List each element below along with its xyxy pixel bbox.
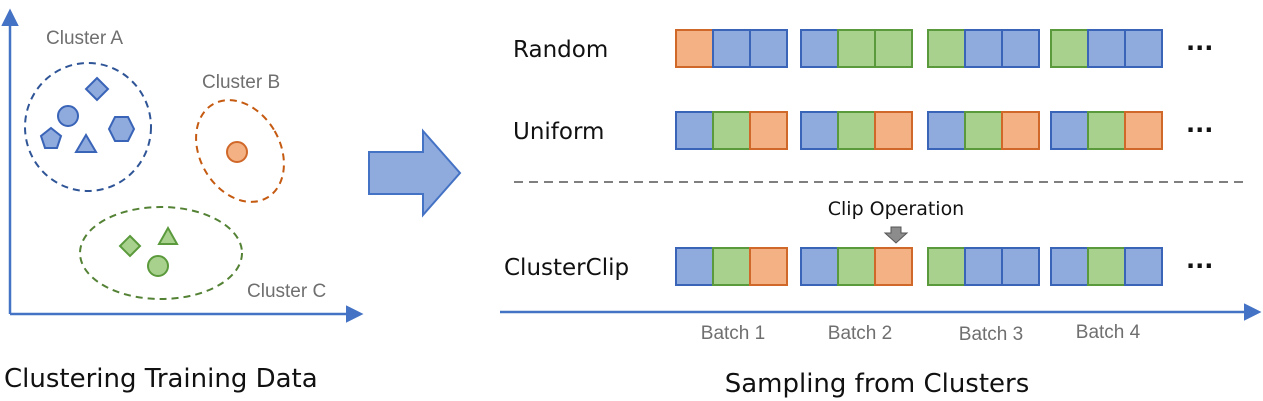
orange-sample-block (749, 111, 788, 150)
cluster-b-label: Cluster B (202, 72, 280, 93)
right-caption: Sampling from Clusters (725, 369, 1030, 399)
left-panel: Cluster A Cluster B Cluster C Clustering… (1, 8, 364, 394)
green-sample-block (1087, 247, 1126, 286)
orange-sample-block (874, 111, 913, 150)
blue-sample-block (964, 247, 1003, 286)
batch-1 (675, 29, 788, 68)
sampling-rows: Random ··· Uniform ··· ClusterClip ··· (504, 29, 1213, 286)
batch-4 (1050, 29, 1163, 68)
cluster-a: Cluster A (24, 28, 152, 192)
batch-label-1: Batch 1 (701, 323, 765, 344)
batch-3 (927, 29, 1040, 68)
cluster-b: Cluster B (195, 72, 285, 203)
blue-sample-block (675, 247, 714, 286)
diamond-icon (84, 76, 110, 102)
batch-4 (1050, 111, 1163, 150)
cluster-c-boundary (79, 206, 243, 300)
orange-sample-block (675, 29, 714, 68)
hexagon-icon (107, 116, 136, 142)
batch-3 (927, 247, 1040, 286)
cluster-a-boundary (24, 62, 152, 192)
circle-icon (57, 105, 79, 127)
batch-2 (800, 111, 913, 150)
cluster-c-label: Cluster C (247, 281, 326, 302)
cluster-a-label: Cluster A (46, 28, 123, 49)
batch-2 (800, 29, 913, 68)
blue-sample-block (964, 29, 1003, 68)
right-arrow-icon (368, 128, 462, 218)
green-sample-block (837, 111, 876, 150)
batch-1 (675, 111, 788, 150)
green-sample-block (837, 29, 876, 68)
orange-sample-block (1124, 111, 1163, 150)
orange-sample-block (1001, 111, 1040, 150)
blue-sample-block (1124, 247, 1163, 286)
blue-sample-block (712, 29, 751, 68)
blue-sample-block (1001, 29, 1040, 68)
triangle-icon (157, 225, 179, 245)
left-caption: Clustering Training Data (4, 364, 318, 394)
blue-sample-block (1087, 29, 1126, 68)
blue-sample-block (927, 111, 966, 150)
batch-label-3: Batch 3 (959, 324, 1023, 345)
batch-2 (800, 247, 913, 286)
row-label: ClusterClip (504, 255, 629, 281)
green-sample-block (874, 29, 913, 68)
ellipsis: ··· (1186, 252, 1213, 280)
blue-sample-block (1001, 247, 1040, 286)
orange-sample-block (749, 247, 788, 286)
batch-labels: Batch 1 Batch 2 Batch 3 Batch 4 (701, 322, 1141, 345)
blue-sample-block (1050, 247, 1089, 286)
green-sample-block (927, 29, 966, 68)
green-sample-block (837, 247, 876, 286)
blue-sample-block (1050, 111, 1089, 150)
cluster-b-boundary (195, 99, 285, 203)
batch-3 (927, 111, 1040, 150)
pentagon-icon (39, 126, 63, 149)
batch-1 (675, 247, 788, 286)
blue-sample-block (800, 247, 839, 286)
blue-sample-block (1124, 29, 1163, 68)
sampling-row-random: Random ··· (513, 29, 1213, 68)
green-sample-block (964, 111, 1003, 150)
row-label: Random (513, 37, 608, 63)
green-sample-block (1087, 111, 1126, 150)
green-sample-block (927, 247, 966, 286)
right-panel: Random ··· Uniform ··· ClusterClip ··· Clip O… (500, 29, 1262, 399)
diamond-icon (118, 234, 142, 258)
blue-sample-block (675, 111, 714, 150)
green-sample-block (1050, 29, 1089, 68)
row-label: Uniform (513, 119, 604, 145)
green-sample-block (712, 247, 751, 286)
batch-label-4: Batch 4 (1076, 322, 1141, 343)
blue-sample-block (749, 29, 788, 68)
blue-sample-block (800, 29, 839, 68)
ellipsis: ··· (1186, 116, 1213, 144)
batch-label-2: Batch 2 (828, 323, 892, 344)
orange-sample-block (874, 247, 913, 286)
blue-sample-block (800, 111, 839, 150)
ellipsis: ··· (1186, 34, 1213, 62)
circle-icon (226, 141, 248, 163)
batch-4 (1050, 247, 1163, 286)
down-arrow-icon (883, 226, 909, 244)
circle-icon (147, 255, 169, 277)
sampling-row-clusterclip: ClusterClip ··· (504, 247, 1213, 286)
triangle-icon (74, 133, 98, 153)
cluster-c: Cluster C (79, 206, 326, 302)
sampling-row-uniform: Uniform ··· (513, 111, 1213, 150)
green-sample-block (712, 111, 751, 150)
clip-operation-label: Clip Operation (828, 198, 964, 220)
